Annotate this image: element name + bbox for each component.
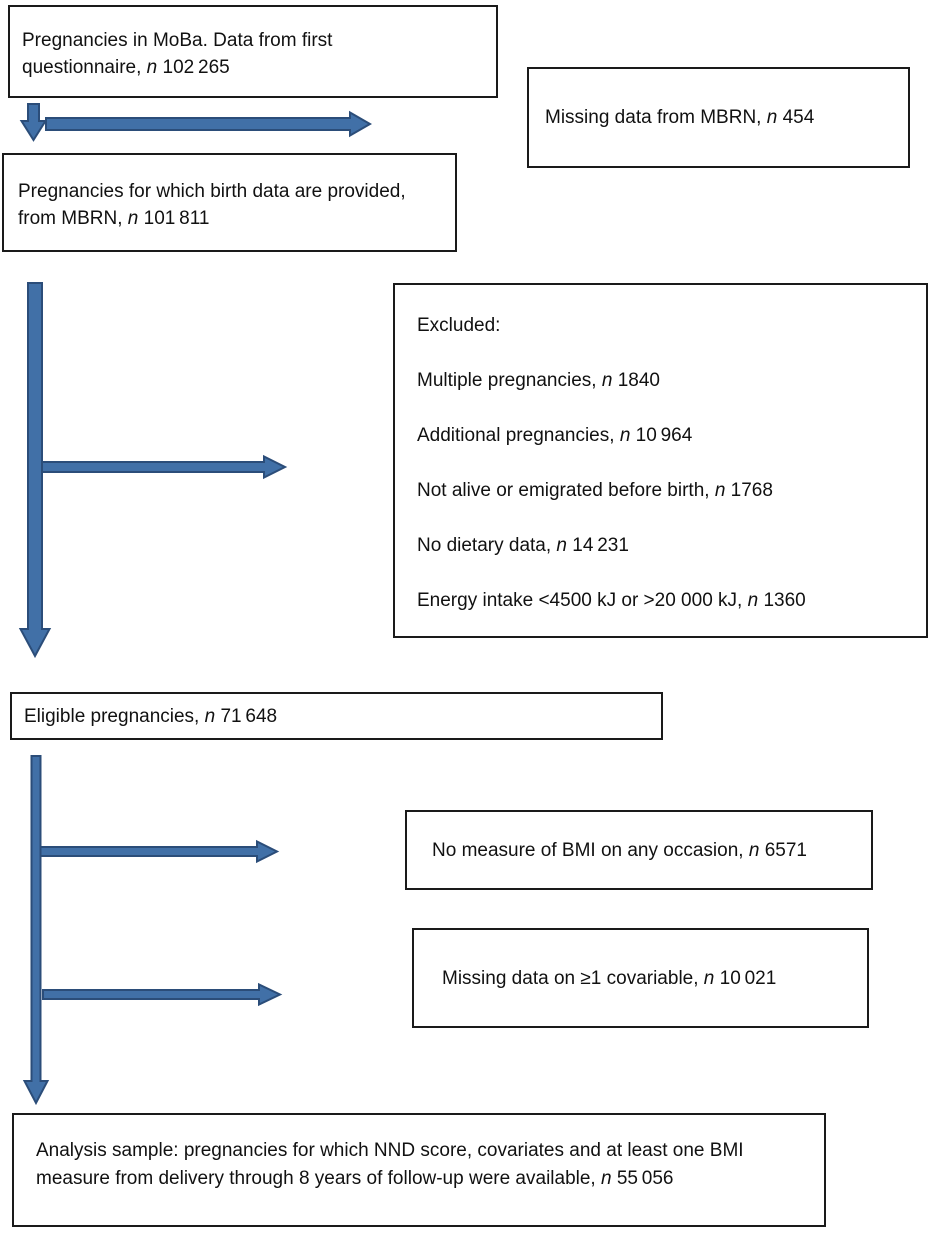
- box-analysis-line2: measure from delivery through 8 years of…: [36, 1168, 601, 1189]
- box-pregnancies-moba-line1: Pregnancies in MoBa. Data from first: [22, 30, 333, 51]
- box-eligible-pregnancies: Eligible pregnancies, n 71 648: [10, 692, 663, 740]
- box-pregnancies-moba: Pregnancies in MoBa. Data from first que…: [8, 5, 498, 98]
- box-missing-mbrn-count: 454: [782, 107, 815, 128]
- box-birth-data-count: 101 811: [143, 208, 210, 229]
- n-symbol: n: [146, 57, 158, 78]
- right-arrow-to-missing-mbrn: [45, 110, 373, 138]
- n-symbol: n: [601, 370, 613, 391]
- n-symbol: n: [204, 705, 216, 727]
- box-analysis-sample: Analysis sample: pregnancies for which N…: [12, 1113, 826, 1227]
- right-arrow-to-excluded: [41, 454, 288, 480]
- box-missing-covariable-text: Missing data on ≥1 covariable, n 10 021: [442, 967, 777, 989]
- n-symbol: n: [703, 967, 715, 989]
- box-birth-data-line1: Pregnancies for which birth data are pro…: [18, 181, 406, 202]
- box-pregnancies-moba-line2: questionnaire,: [22, 57, 147, 78]
- box-analysis-line1: Analysis sample: pregnancies for which N…: [36, 1140, 744, 1161]
- box-birth-data-line2: from MBRN,: [18, 208, 128, 229]
- n-symbol: n: [747, 590, 759, 611]
- box-analysis-count: 55 056: [616, 1168, 674, 1189]
- box-birth-data: Pregnancies for which birth data are pro…: [2, 153, 457, 252]
- n-symbol: n: [601, 1168, 612, 1189]
- box-missing-mbrn-text: Missing data from MBRN, n 454: [545, 107, 815, 128]
- n-symbol: n: [127, 208, 139, 229]
- n-symbol: n: [556, 535, 567, 556]
- excluded-item-not-alive: Not alive or emigrated before birth, n 1…: [417, 480, 773, 501]
- box-pregnancies-moba-count: 102 265: [162, 57, 230, 78]
- n-symbol: n: [766, 107, 778, 128]
- box-no-bmi-measure: No measure of BMI on any occasion, n 657…: [405, 810, 873, 890]
- excluded-item-no-dietary-data: No dietary data, n 14 231: [417, 535, 629, 556]
- excluded-item-energy-intake: Energy intake <4500 kJ or >20 000 kJ, n …: [417, 590, 806, 611]
- n-symbol: n: [748, 839, 760, 861]
- down-arrow-eligible-to-analysis: [22, 755, 50, 1106]
- excluded-item-additional-pregnancies: Additional pregnancies, n 10 964: [417, 425, 693, 446]
- box-eligible-count: 71 648: [220, 705, 278, 727]
- n-symbol: n: [714, 480, 726, 501]
- box-no-bmi-count: 6571: [764, 839, 807, 861]
- box-missing-covariable: Missing data on ≥1 covariable, n 10 021: [412, 928, 869, 1028]
- down-arrow-birth-data-to-eligible: [18, 282, 52, 659]
- box-eligible-text: Eligible pregnancies, n 71 648: [24, 705, 278, 727]
- n-symbol: n: [619, 425, 631, 446]
- box-missing-covariable-count: 10 021: [719, 967, 777, 989]
- right-arrow-to-missing-covariable: [42, 982, 283, 1007]
- box-missing-mbrn: Missing data from MBRN, n 454: [527, 67, 910, 168]
- excluded-item-multiple-pregnancies: Multiple pregnancies, n 1840: [417, 370, 660, 391]
- down-arrow-moba-to-birth-data: [19, 103, 48, 142]
- box-excluded: Excluded: Multiple pregnancies, n 1840 A…: [393, 283, 928, 638]
- box-no-bmi-text: No measure of BMI on any occasion, n 657…: [432, 839, 807, 861]
- right-arrow-to-no-bmi: [39, 839, 280, 864]
- excluded-heading: Excluded:: [417, 315, 501, 336]
